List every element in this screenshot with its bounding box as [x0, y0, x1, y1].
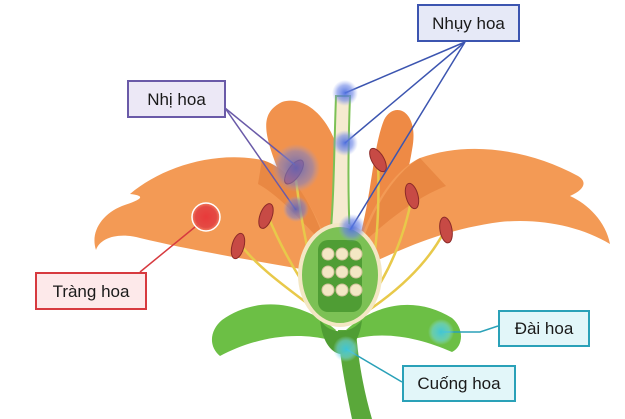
- stamen-marker-filament: [283, 196, 309, 222]
- petal-label: Tràng hoa: [35, 272, 147, 310]
- ovules: [321, 247, 363, 297]
- ovary: [298, 223, 382, 327]
- pistil-label: Nhụy hoa: [417, 4, 520, 42]
- pedicel-label: Cuống hoa: [402, 365, 516, 402]
- stamen-marker-anther: [272, 144, 320, 192]
- pistil-leaders: [344, 41, 466, 231]
- petal-leader: [139, 217, 207, 273]
- sepal-leader: [443, 325, 499, 333]
- pistil-marker-stigma: [332, 80, 358, 106]
- petal-right-shadow: [362, 158, 446, 244]
- sepal-left: [211, 304, 336, 356]
- pistil-marker-ovary: [338, 214, 366, 242]
- petal-marker: [191, 202, 221, 232]
- pistil-marker-style: [332, 130, 358, 156]
- sepal-marker: [428, 319, 454, 345]
- stamen-label: Nhị hoa: [127, 80, 226, 118]
- pedicel-marker: [333, 336, 359, 362]
- sepal-label: Đài hoa: [498, 310, 590, 347]
